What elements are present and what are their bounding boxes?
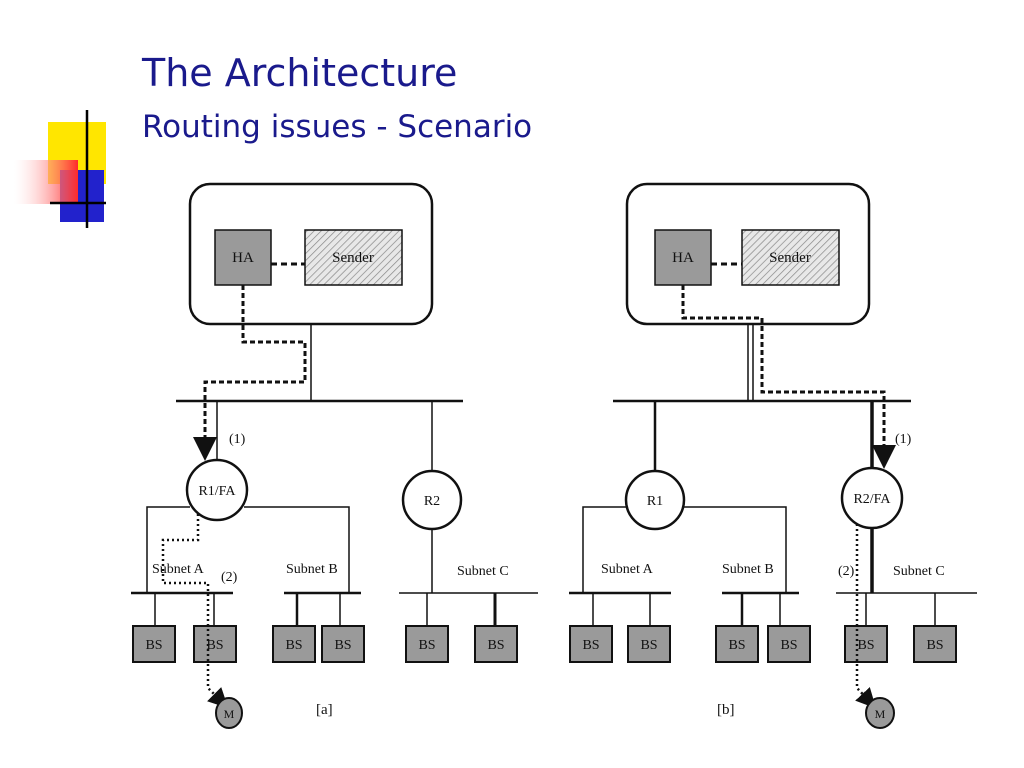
- subnet-b-label-b: Subnet B: [722, 562, 774, 577]
- bs-b-6: BS: [913, 625, 957, 663]
- step1-label-b: (1): [895, 432, 912, 447]
- ha-label-b: HA: [672, 250, 694, 266]
- deco-red-square: [14, 160, 78, 204]
- bs-label: BS: [285, 638, 302, 653]
- bs-label: BS: [857, 638, 874, 653]
- bs-label: BS: [780, 638, 797, 653]
- diagram-b: HA Sender (1) R1 R2/FA Subnet A Subnet B…: [569, 182, 977, 729]
- bs-label: BS: [728, 638, 745, 653]
- bs-b-2: BS: [627, 625, 671, 663]
- mobile-label-b: M: [875, 707, 886, 721]
- bs-label: BS: [582, 638, 599, 653]
- bs-drops-a: [154, 593, 497, 626]
- mobile-node-b: [865, 697, 895, 729]
- bs-b-1: BS: [569, 625, 613, 663]
- bs-label: BS: [640, 638, 657, 653]
- bs-label: BS: [487, 638, 504, 653]
- r2-label-b: R2/FA: [853, 492, 891, 507]
- bs-a-6: BS: [474, 625, 518, 663]
- subnet-c-label-b: Subnet C: [893, 564, 945, 579]
- step1-label-a: (1): [229, 432, 246, 447]
- subnet-b-label-a: Subnet B: [286, 562, 338, 577]
- mobile-label-a: M: [224, 707, 235, 721]
- diagram-a: HA Sender (1) R1/FA R2 Subnet A (2) Subn…: [131, 182, 538, 729]
- caption-b: [b]: [717, 702, 735, 718]
- r1-subnet-links-a: [146, 506, 350, 593]
- step2-label-b: (2): [838, 564, 855, 579]
- r1-subnet-links-b: [582, 506, 787, 593]
- bs-a-1: BS: [132, 625, 176, 663]
- r1-fa-router-a: [185, 458, 249, 522]
- corner-decoration: [14, 110, 106, 228]
- r1-router-b: [624, 469, 686, 531]
- tunnel-path-b: [681, 285, 896, 469]
- subnet-a-label-a: Subnet A: [152, 562, 205, 577]
- forward-path-b: [855, 524, 877, 709]
- bs-a-5: BS: [405, 625, 449, 663]
- slide-title: The Architecture: [142, 51, 458, 95]
- forward-path-a: [161, 514, 229, 709]
- bs-label: BS: [206, 638, 223, 653]
- bs-a-2: BS: [193, 625, 237, 663]
- r2-label-a: R2: [424, 494, 440, 509]
- sender-label-a: Sender: [332, 250, 374, 266]
- tunnel-path-a: [193, 285, 307, 461]
- bs-b-4: BS: [767, 625, 811, 663]
- bs-b-3: BS: [715, 625, 759, 663]
- mobile-node-a: [215, 697, 243, 729]
- bs-label: BS: [334, 638, 351, 653]
- ha-label-a: HA: [232, 250, 254, 266]
- bs-drops-b: [592, 593, 936, 626]
- bs-label: BS: [145, 638, 162, 653]
- subnet-a-label-b: Subnet A: [601, 562, 654, 577]
- step2-label-a: (2): [221, 570, 238, 585]
- bs-a-3: BS: [272, 625, 316, 663]
- r1-label-a: R1/FA: [198, 484, 236, 499]
- sender-node-b: [741, 229, 840, 286]
- caption-a: [a]: [316, 702, 333, 718]
- bs-a-4: BS: [321, 625, 365, 663]
- bs-label: BS: [926, 638, 943, 653]
- subnet-c-label-a: Subnet C: [457, 564, 509, 579]
- bs-b-5: BS: [844, 625, 888, 663]
- sender-node-a: [304, 229, 403, 286]
- bs-label: BS: [418, 638, 435, 653]
- sender-label-b: Sender: [769, 250, 811, 266]
- slide-subtitle: Routing issues - Scenario: [142, 109, 533, 145]
- r1-label-b: R1: [647, 494, 663, 509]
